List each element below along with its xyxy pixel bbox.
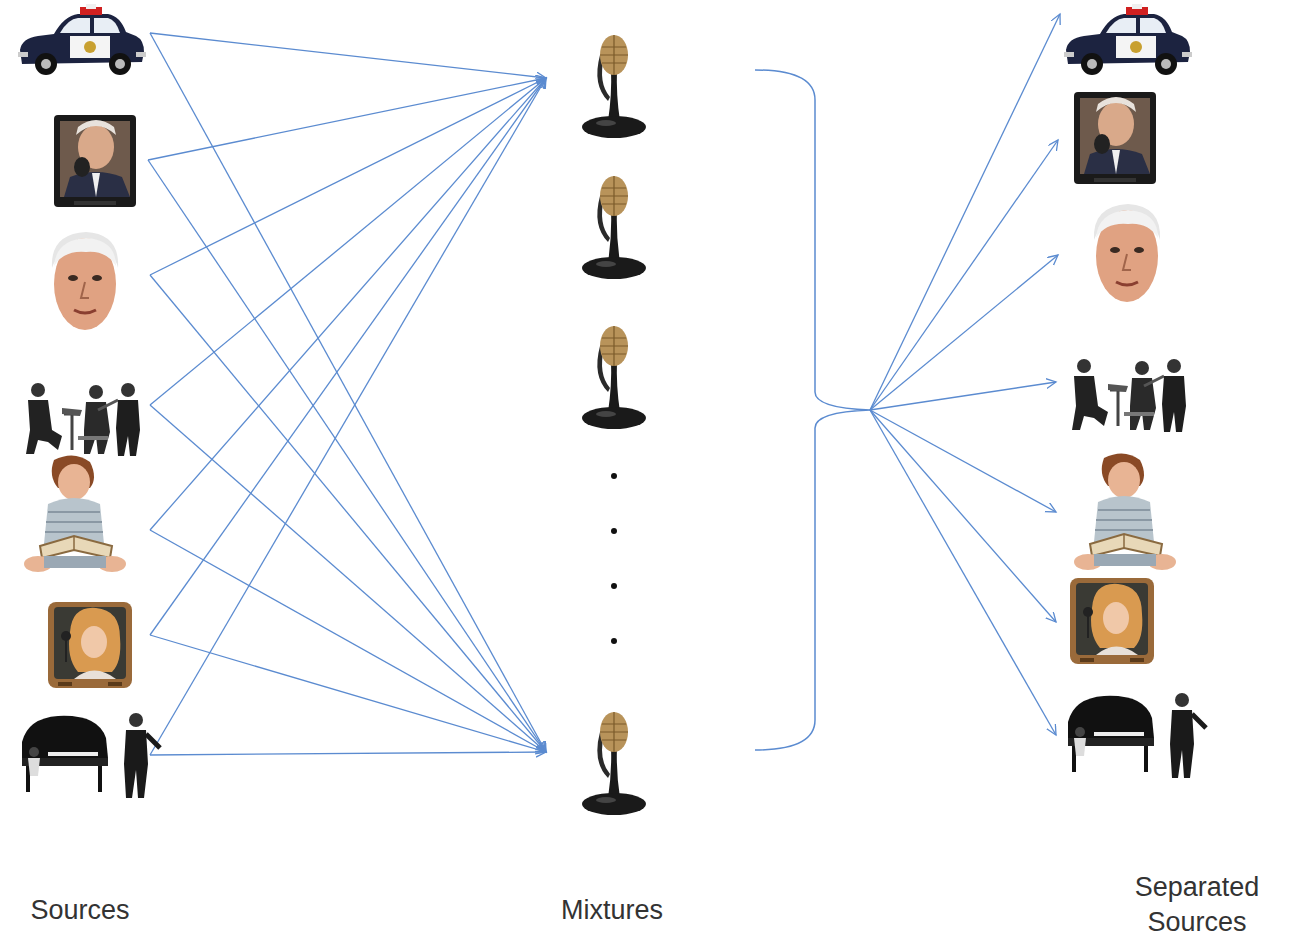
tv-man <box>54 115 136 207</box>
piano-singer <box>1068 693 1206 778</box>
musicians <box>1072 359 1186 432</box>
tv-woman <box>1070 578 1154 664</box>
column-label: Sources <box>0 893 170 928</box>
column-label: Mixtures <box>512 893 712 928</box>
bracket <box>755 70 870 750</box>
ellipsis-dots <box>611 473 617 644</box>
microphone <box>582 326 646 429</box>
child-reading <box>24 455 126 572</box>
tv-man <box>1074 92 1156 184</box>
microphone <box>582 176 646 279</box>
column-label: Separated Sources <box>1117 870 1277 940</box>
microphone <box>582 712 646 815</box>
child-reading <box>1074 453 1176 570</box>
microphone <box>582 35 646 138</box>
mixing-lines <box>148 33 546 755</box>
man-face <box>52 232 118 330</box>
police-car <box>1064 4 1192 75</box>
man-face <box>1094 204 1160 302</box>
police-car <box>18 4 146 75</box>
tv-woman <box>48 602 132 688</box>
piano-singer <box>22 713 160 798</box>
musicians <box>26 383 140 456</box>
separation-arrows <box>870 14 1060 735</box>
